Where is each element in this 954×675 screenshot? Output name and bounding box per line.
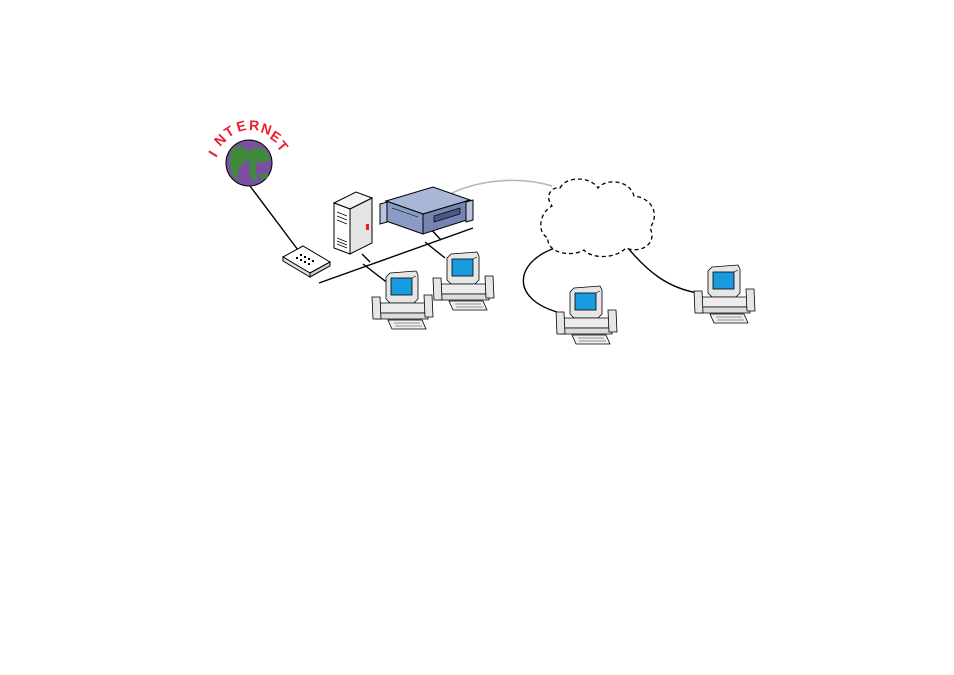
rack-server-icon: [380, 187, 473, 234]
remote-link-left: [523, 248, 557, 312]
wan-link: [452, 180, 552, 193]
workstation-2: [433, 252, 494, 310]
workstation-1-drop-cable: [363, 264, 389, 284]
internet-letter: I: [205, 148, 221, 160]
internet-letter: R: [249, 117, 260, 133]
remote-workstation-1: [556, 286, 617, 344]
server-tower-icon: [334, 192, 372, 254]
globe-icon: [226, 140, 272, 186]
workstation-1: [372, 271, 433, 329]
cloud-icon: [541, 179, 655, 257]
internet-letter: E: [235, 117, 248, 135]
workstation-2-drop-cable: [425, 242, 445, 258]
router-icon: [283, 246, 330, 277]
tower-drop-cable: [362, 254, 370, 262]
remote-link-right: [628, 248, 698, 293]
internet-to-router-cable: [250, 186, 298, 250]
remote-workstation-2: [694, 265, 755, 323]
